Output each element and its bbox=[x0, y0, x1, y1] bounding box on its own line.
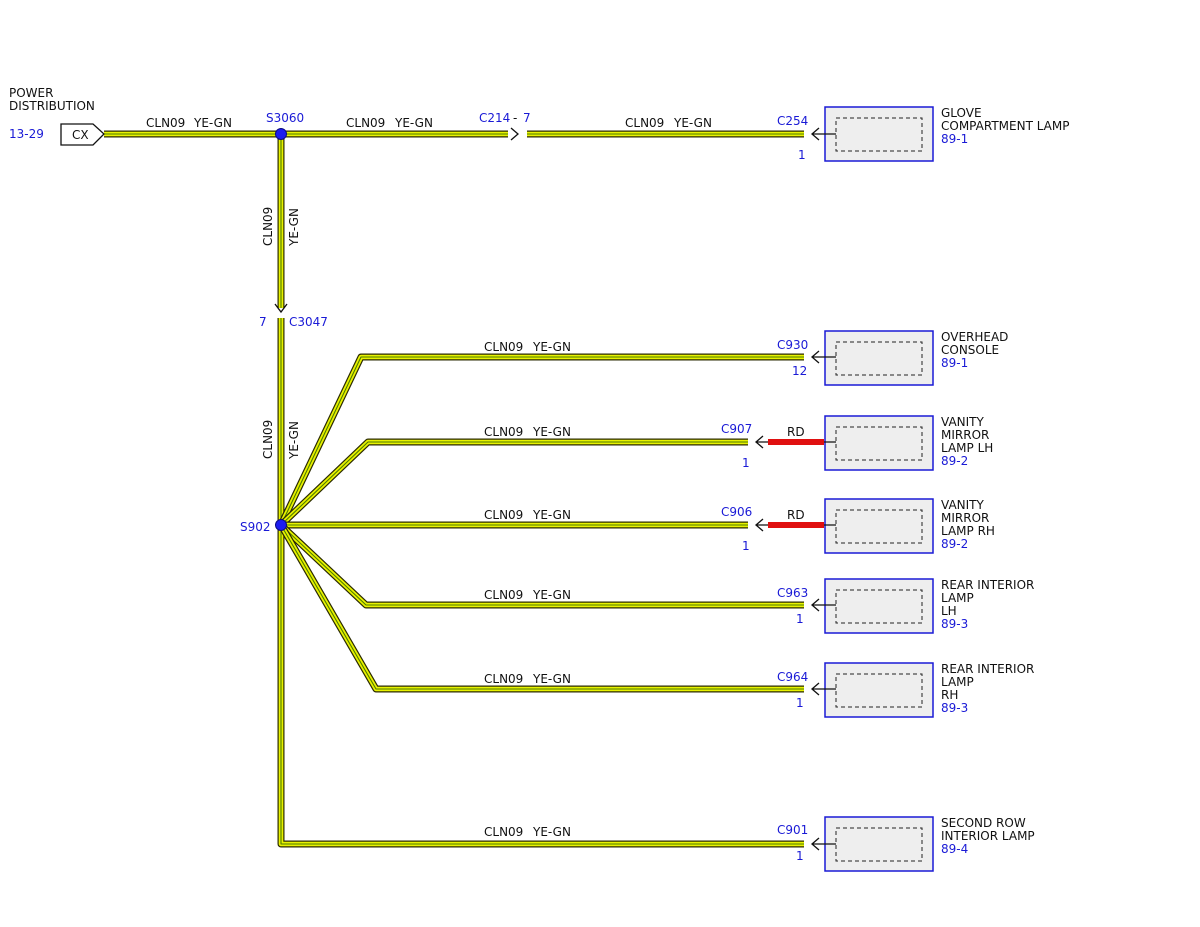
wire-color-label: YE-GN bbox=[193, 116, 232, 130]
wire-color-label: YE-GN bbox=[532, 672, 571, 686]
component-name-line: RH bbox=[941, 688, 958, 702]
wire-circuit-label: CLN09 bbox=[484, 672, 523, 686]
c3047-pin: 7 bbox=[259, 315, 267, 329]
c214-dash: - bbox=[513, 111, 517, 125]
component-rear-interior-lamp-rh[interactable] bbox=[811, 662, 934, 718]
component-name-line: VANITY bbox=[941, 498, 984, 512]
component-ref: 89-3 bbox=[941, 701, 968, 715]
connector-label-c254: C254 bbox=[777, 114, 808, 128]
component-name-line: MIRROR bbox=[941, 511, 989, 525]
wire-color-label-vertical: YE-GN bbox=[287, 421, 301, 460]
c214-inline-connector[interactable] bbox=[510, 127, 519, 141]
component-name-line: INTERIOR LAMP bbox=[941, 829, 1035, 843]
wire-c3047-to-s902-to-c901 bbox=[277, 318, 804, 848]
connector-label-c963: C963 bbox=[777, 586, 808, 600]
rd-wire-label: RD bbox=[787, 425, 805, 439]
wire-circuit-label-vertical: CLN09 bbox=[261, 420, 275, 459]
component-vanity-mirror-lamp-lh[interactable] bbox=[755, 415, 934, 471]
component-ref: 89-2 bbox=[941, 537, 968, 551]
component-second-row-interior-lamp[interactable] bbox=[811, 816, 934, 872]
component-name-line: LAMP bbox=[941, 591, 974, 605]
component-name-line: LAMP bbox=[941, 675, 974, 689]
component-vanity-mirror-lamp-rh[interactable] bbox=[755, 498, 934, 554]
wire-circuit-label: CLN09 bbox=[346, 116, 385, 130]
cx-connector-tag[interactable] bbox=[60, 123, 105, 146]
component-ref: 89-2 bbox=[941, 454, 968, 468]
connector-label-c930: C930 bbox=[777, 338, 808, 352]
component-name-line: VANITY bbox=[941, 415, 984, 429]
component-overhead-console[interactable] bbox=[811, 330, 934, 386]
component-rear-interior-lamp-lh[interactable] bbox=[811, 578, 934, 634]
component-name-line: GLOVE bbox=[941, 106, 982, 120]
component-name-line: CONSOLE bbox=[941, 343, 999, 357]
component-name-line: REAR INTERIOR bbox=[941, 578, 1034, 592]
connector-label-c901: C901 bbox=[777, 823, 808, 837]
connector-pin-c901: 1 bbox=[796, 849, 804, 863]
source-title-line1: POWER bbox=[9, 86, 53, 100]
component-glove-compartment-lamp[interactable] bbox=[811, 106, 934, 162]
wire-s902-to-c964 bbox=[277, 523, 804, 693]
connector-label-c907: C907 bbox=[721, 422, 752, 436]
component-name-line: MIRROR bbox=[941, 428, 989, 442]
wire-color-label-vertical: YE-GN bbox=[287, 208, 301, 247]
component-name-line: REAR INTERIOR bbox=[941, 662, 1034, 676]
wire-circuit-label-vertical: CLN09 bbox=[261, 207, 275, 246]
wire-color-label: YE-GN bbox=[532, 588, 571, 602]
wire-color-label: YE-GN bbox=[394, 116, 433, 130]
connector-pin-c964: 1 bbox=[796, 696, 804, 710]
c3047-inline-connector[interactable] bbox=[274, 303, 288, 314]
component-name-line: OVERHEAD bbox=[941, 330, 1008, 344]
wire-circuit-label: CLN09 bbox=[484, 508, 523, 522]
connector-label-c964: C964 bbox=[777, 670, 808, 684]
connector-pin-c963: 1 bbox=[796, 612, 804, 626]
wire-s902-to-c907 bbox=[278, 438, 748, 528]
connector-pin-c907: 1 bbox=[742, 456, 750, 470]
component-ref: 89-1 bbox=[941, 356, 968, 370]
splice-s3060-label: S3060 bbox=[266, 111, 304, 125]
connector-pin-c906: 1 bbox=[742, 539, 750, 553]
c214-label: C214 bbox=[479, 111, 510, 125]
splice-s902[interactable] bbox=[275, 519, 287, 531]
wire-circuit-label: CLN09 bbox=[484, 588, 523, 602]
connector-pin-c254: 1 bbox=[798, 148, 806, 162]
component-name-line: LAMP LH bbox=[941, 441, 993, 455]
wire-circuit-label: CLN09 bbox=[484, 825, 523, 839]
wire-circuit-label: CLN09 bbox=[146, 116, 185, 130]
component-name-line: LH bbox=[941, 604, 957, 618]
wire-color-label: YE-GN bbox=[532, 340, 571, 354]
c214-pin: 7 bbox=[523, 111, 531, 125]
source-ref: 13-29 bbox=[9, 127, 44, 141]
wire-circuit-label: CLN09 bbox=[484, 425, 523, 439]
splice-s902-label: S902 bbox=[240, 520, 271, 534]
connector-label-c906: C906 bbox=[721, 505, 752, 519]
component-ref: 89-1 bbox=[941, 132, 968, 146]
component-name-line: COMPARTMENT LAMP bbox=[941, 119, 1069, 133]
source-title-line2: DISTRIBUTION bbox=[9, 99, 95, 113]
wire-s902-to-c930 bbox=[277, 353, 804, 527]
wire-color-label: YE-GN bbox=[532, 825, 571, 839]
cx-tag-label: CX bbox=[72, 128, 89, 142]
wire-circuit-label: CLN09 bbox=[625, 116, 664, 130]
splice-s3060[interactable] bbox=[275, 128, 287, 140]
c3047-label: C3047 bbox=[289, 315, 328, 329]
component-ref: 89-4 bbox=[941, 842, 968, 856]
rd-wire-label: RD bbox=[787, 508, 805, 522]
connector-pin-c930: 12 bbox=[792, 364, 807, 378]
wire-color-label: YE-GN bbox=[532, 425, 571, 439]
component-name-line: LAMP RH bbox=[941, 524, 995, 538]
component-ref: 89-3 bbox=[941, 617, 968, 631]
wire-s902-to-c963 bbox=[278, 522, 804, 609]
wire-circuit-label: CLN09 bbox=[484, 340, 523, 354]
wire-color-label: YE-GN bbox=[673, 116, 712, 130]
component-name-line: SECOND ROW bbox=[941, 816, 1026, 830]
wire-color-label: YE-GN bbox=[532, 508, 571, 522]
